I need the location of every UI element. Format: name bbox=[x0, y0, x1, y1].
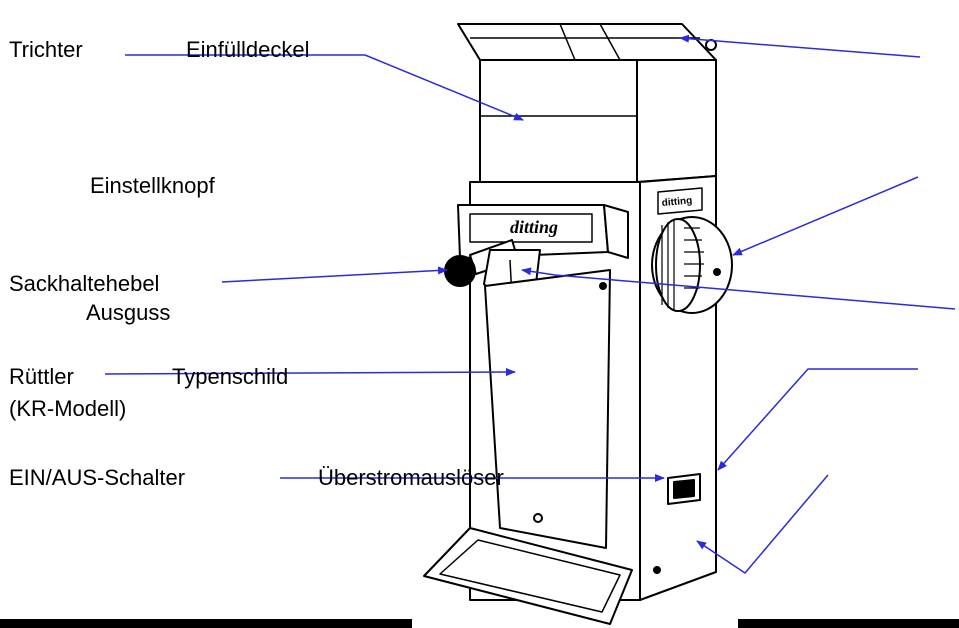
pointer-lines bbox=[104, 34, 956, 574]
arrow-einfuelldeckel bbox=[364, 54, 524, 121]
grinder-illustration: ditting ditting bbox=[423, 23, 733, 625]
label-schalter: EIN/AUS-Schalter bbox=[9, 465, 186, 490]
adjustment-knob bbox=[651, 216, 733, 314]
arrow-right-4 bbox=[717, 368, 918, 471]
label-einfuelldeckel: Einfülldeckel bbox=[186, 37, 310, 62]
arrow-right-1 bbox=[679, 34, 921, 58]
label-ruettler: Rüttler bbox=[9, 364, 74, 389]
drip-tray bbox=[423, 527, 633, 625]
arrow-ruettler bbox=[104, 368, 516, 377]
switch-shape bbox=[667, 473, 701, 505]
side-logo-plate: ditting bbox=[657, 187, 703, 215]
label-typenschild: Typenschild bbox=[172, 364, 289, 389]
svg-text:ditting: ditting bbox=[510, 217, 558, 237]
arrow-ausguss bbox=[521, 267, 956, 310]
label-einstellknopf: Einstellknopf bbox=[90, 173, 215, 198]
bottom-bar-left bbox=[0, 619, 412, 628]
label-sackhaltehebel: Sackhaltehebel bbox=[9, 271, 160, 296]
label-kr-modell: (KR-Modell) bbox=[9, 396, 127, 421]
vibrator-plate bbox=[484, 269, 611, 549]
label-ueberstrom: Überstromauslöser bbox=[318, 465, 504, 490]
lid-shape bbox=[457, 23, 717, 61]
grinder-head: ditting bbox=[457, 204, 629, 259]
arrow-sackhaltehebel bbox=[221, 266, 448, 283]
hopper-shape bbox=[479, 59, 717, 183]
arrow-right-2 bbox=[732, 176, 919, 256]
label-trichter: Trichter bbox=[9, 37, 83, 62]
arrow-right-5 bbox=[696, 474, 829, 574]
bottom-bar-right bbox=[738, 619, 959, 628]
label-ausguss: Ausguss bbox=[86, 300, 171, 325]
svg-text:ditting: ditting bbox=[661, 195, 692, 209]
